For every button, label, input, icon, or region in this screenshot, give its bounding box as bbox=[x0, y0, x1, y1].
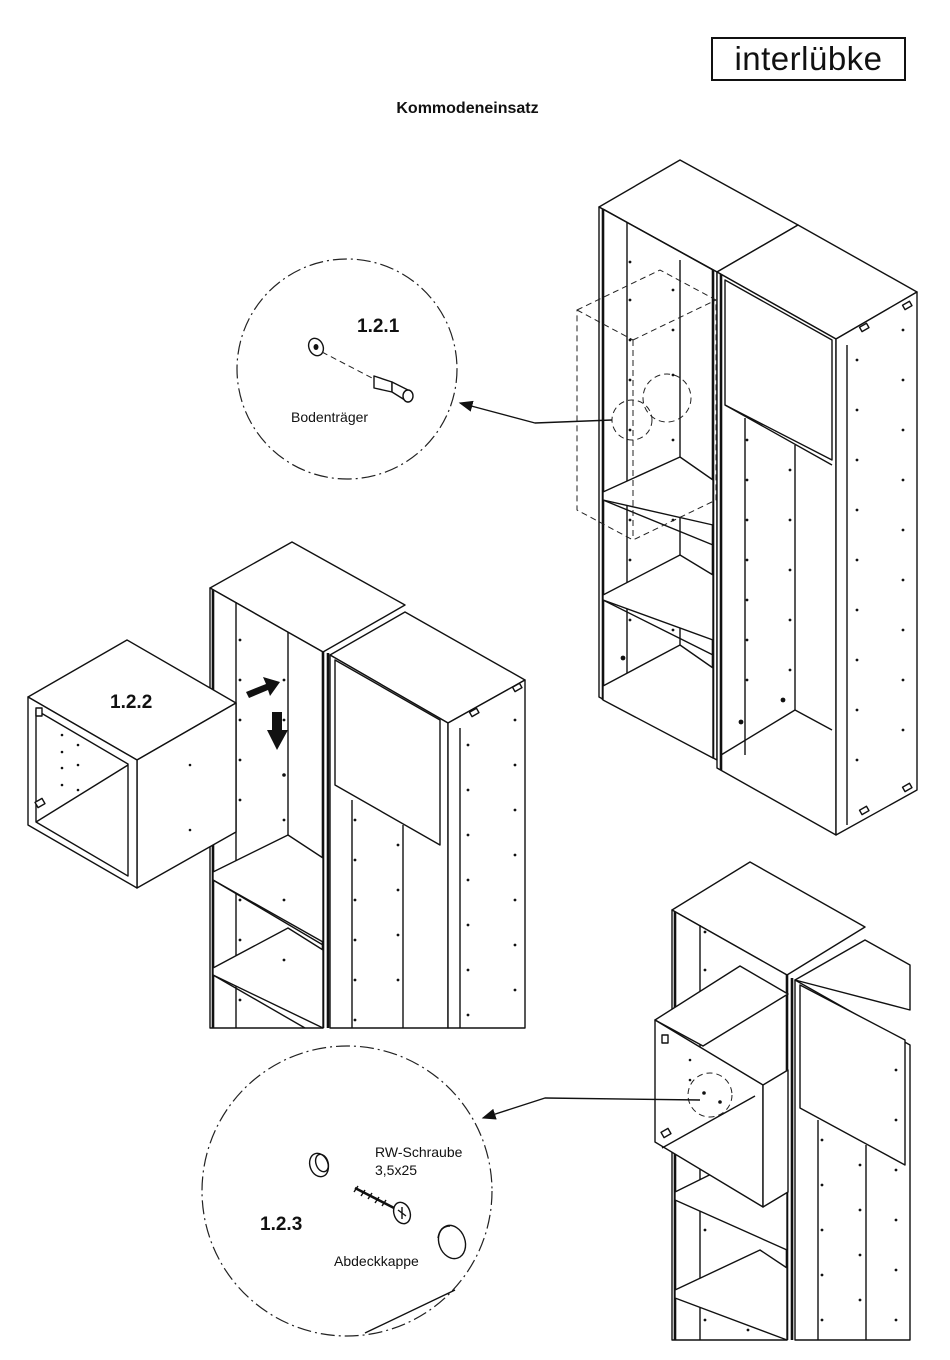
cabinet-bottom-right bbox=[655, 862, 910, 1340]
drawer-insert-box bbox=[28, 640, 236, 888]
screw-label-size: 3,5x25 bbox=[375, 1162, 417, 1178]
step-number-1-2-2: 1.2.2 bbox=[110, 692, 152, 713]
step-number-1-2-1: 1.2.1 bbox=[357, 316, 400, 337]
detail-circle-1-2-1 bbox=[237, 259, 457, 479]
cabinet-top-right bbox=[577, 160, 917, 835]
step-number-1-2-3: 1.2.3 bbox=[260, 1214, 302, 1235]
part-label-shelf-support: Bodenträger bbox=[291, 409, 368, 425]
screw-label-name: RW-Schraube bbox=[375, 1144, 463, 1160]
cabinet-middle-left bbox=[210, 542, 525, 1028]
detail-circle-1-2-3 bbox=[202, 1046, 492, 1336]
part-label-cover-cap: Abdeckkappe bbox=[334, 1253, 419, 1269]
